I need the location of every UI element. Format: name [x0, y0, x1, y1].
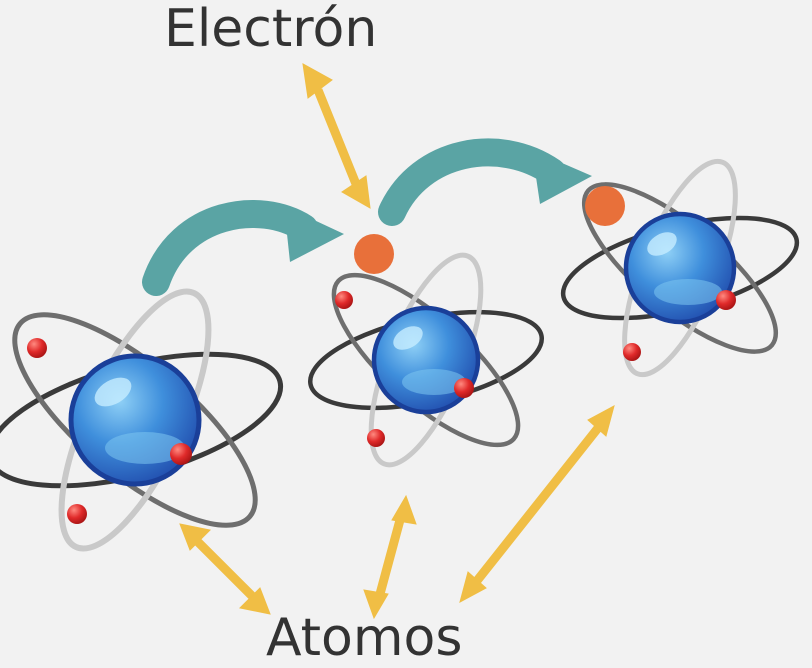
- nucleus-shine: [402, 369, 466, 395]
- electron-label: Electrón: [164, 0, 378, 59]
- atom-left: [0, 288, 284, 552]
- orbit-electron: [623, 343, 641, 361]
- atoms-label: Atomos: [266, 608, 463, 668]
- nucleus-highlight: [647, 232, 677, 256]
- orbit-electron: [27, 338, 47, 358]
- orbit-electron: [335, 291, 353, 309]
- nucleus: [623, 211, 737, 325]
- orbit-electron: [454, 378, 474, 398]
- orbit-electron: [170, 443, 192, 465]
- nucleus-shine: [654, 279, 722, 305]
- nucleus-shine: [105, 432, 185, 464]
- nucleus-highlight: [94, 377, 132, 407]
- orbit-electron: [367, 429, 385, 447]
- orbit-electron: [716, 290, 736, 310]
- double-headed-arrow-icon: [179, 523, 271, 615]
- nucleus-highlight: [393, 326, 423, 350]
- curved-arrow-icon: [378, 138, 592, 226]
- orbit-electron: [67, 504, 87, 524]
- double-headed-arrow-icon: [302, 63, 371, 209]
- double-headed-arrow-icon: [363, 494, 417, 620]
- atom-middle: [307, 252, 545, 468]
- atom-right: [560, 158, 800, 378]
- curved-arrow-icon: [142, 200, 344, 296]
- free-electron-icon: [354, 234, 394, 274]
- free-electron-icon: [585, 186, 625, 226]
- double-headed-arrow-icon: [459, 405, 615, 603]
